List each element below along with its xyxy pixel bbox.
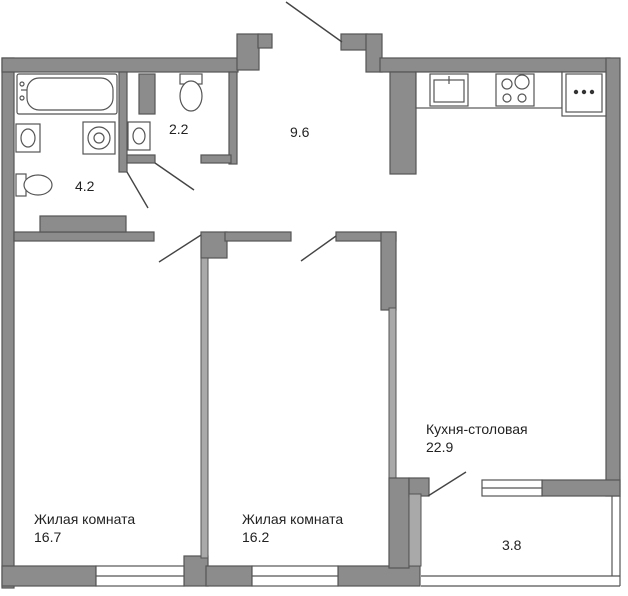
bathroom-sink <box>15 123 41 153</box>
kitchen-area: 22.9 <box>426 439 454 455</box>
kitchen-name: Кухня-столовая <box>426 421 528 437</box>
toilet-room-cabinet <box>138 73 156 115</box>
doors <box>126 1 467 497</box>
bathroom-area: 4.2 <box>75 178 95 194</box>
toilet-room-bowl <box>179 73 203 112</box>
bathroom-toilet <box>15 173 53 197</box>
outer-walls <box>1 33 621 589</box>
bathtub <box>16 73 118 115</box>
toilet-area: 2.2 <box>169 121 189 137</box>
living-room-1-name: Жилая комната <box>34 511 136 527</box>
kitchen-sink <box>429 73 469 107</box>
toilet-room-sink <box>127 121 151 151</box>
kitchen-oven <box>565 73 603 113</box>
balcony-area: 3.8 <box>502 537 522 553</box>
windows <box>95 479 543 587</box>
kitchen-stove <box>495 73 535 107</box>
washing-machine <box>82 121 116 155</box>
living-room-2-name: Жилая комната <box>242 511 344 527</box>
balcony-outline <box>421 496 621 587</box>
living-room-2-area: 16.2 <box>242 529 270 545</box>
hallway-area: 9.6 <box>290 124 310 140</box>
interior-walls <box>13 71 430 569</box>
living-room-1-area: 16.7 <box>34 529 62 545</box>
